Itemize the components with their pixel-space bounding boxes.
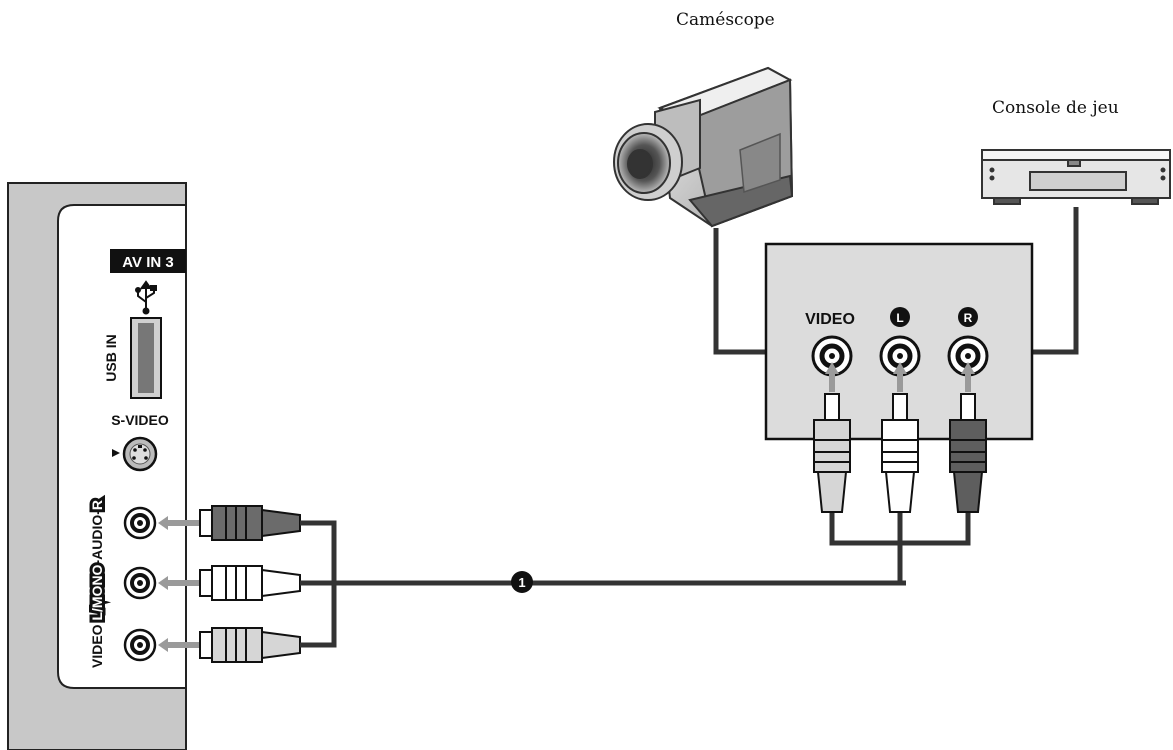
av-in-3-tag: AV IN 3 [110, 249, 186, 273]
tv-plug-white [199, 565, 301, 601]
tv-side-panel [7, 182, 187, 750]
s-video-label: S-VIDEO [111, 412, 169, 428]
box-plug-yellow [813, 393, 851, 513]
box-right-badge: R [958, 307, 978, 327]
tv-insert-arrow-icons [158, 516, 200, 652]
tv-plug-red [199, 505, 301, 541]
tv-audio-label: -AUDIO- [89, 510, 105, 565]
tv-rca-label-group: VIDEO L/MONO-AUDIO-R [89, 500, 105, 668]
tv-video-jack[interactable] [123, 628, 157, 662]
av-in-3-label: AV IN 3 [122, 254, 173, 271]
camcorder-label: Caméscope [676, 10, 775, 30]
tv-audio-r-jack[interactable] [123, 506, 157, 540]
box-plug-red [949, 393, 987, 513]
box-audio-l-jack[interactable] [879, 335, 921, 377]
box-insert-arrow-icons [825, 362, 975, 392]
game-console-label: Console de jeu [992, 98, 1119, 118]
usb-in-label: USB IN [103, 334, 119, 381]
usb-icon [135, 280, 157, 315]
cable-marker-1: 1 [511, 571, 533, 593]
s-video-port[interactable] [122, 436, 158, 472]
box-plug-white [881, 393, 919, 513]
svg-text:R: R [964, 311, 973, 325]
camcorder-icon [613, 66, 794, 228]
svg-text:L: L [896, 311, 903, 325]
box-video-label: VIDEO [805, 311, 855, 328]
box-audio-r-jack[interactable] [947, 335, 989, 377]
tv-audio-l-jack[interactable] [123, 566, 157, 600]
box-left-badge: L [890, 307, 910, 327]
av-cable-bundle [300, 207, 1079, 648]
s-video-arrow-icon [112, 449, 120, 457]
tv-r-label: R [89, 500, 105, 510]
usb-in-port[interactable] [130, 317, 162, 399]
tv-plug-yellow [199, 627, 301, 663]
game-console-icon [981, 149, 1171, 205]
tv-video-label: VIDEO [89, 624, 105, 668]
tv-l-mono-label: L/MONO [89, 564, 105, 620]
svg-text:1: 1 [518, 575, 525, 590]
